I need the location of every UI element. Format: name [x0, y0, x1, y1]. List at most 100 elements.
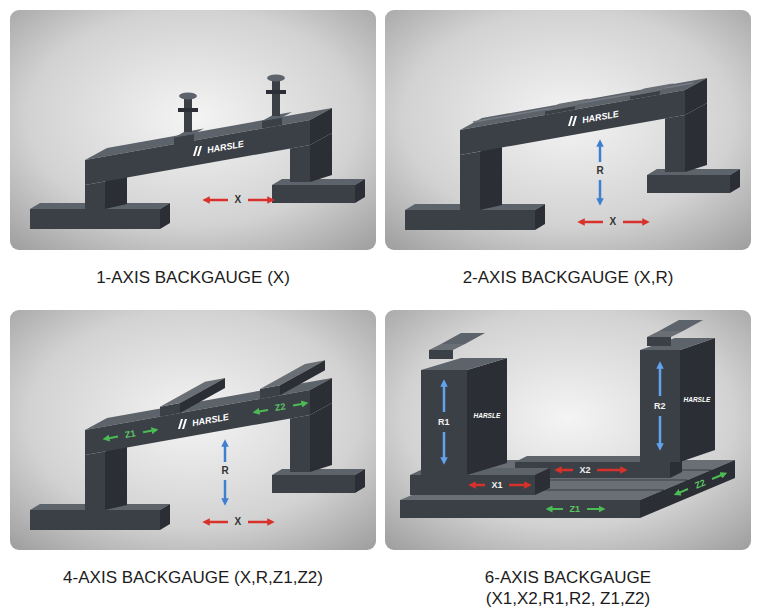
z-axis-arrow: [549, 508, 563, 510]
r-axis-arrow: [599, 180, 602, 202]
panel-ground: [385, 10, 751, 250]
axis-label: Z1: [124, 429, 136, 440]
finger-clamp: [272, 78, 280, 116]
panel-ground: [10, 310, 376, 550]
r-axis-arrow: [659, 416, 662, 447]
base-slab: [400, 500, 640, 518]
axis-label: R1: [438, 418, 450, 427]
leg: [460, 151, 480, 210]
finger-carriage: [180, 378, 225, 413]
x-axis-arrow: [597, 469, 624, 472]
r-axis-arrow: [443, 383, 446, 412]
panel-ground: [385, 310, 751, 550]
finger-block: [429, 350, 453, 359]
x-axis-arrow: [206, 199, 228, 202]
panel-3-art: [10, 310, 376, 550]
leg: [310, 403, 332, 472]
leg: [85, 451, 105, 510]
panel-caption: 6-AXIS BACKGAUGE (X1,X2,R1,R2, Z1,Z2): [448, 567, 688, 609]
panel-4-art: [385, 310, 751, 550]
r-axis-arrow: [443, 432, 446, 461]
leg: [290, 145, 310, 182]
logo-mark: [568, 116, 577, 126]
logo-mark: [193, 146, 202, 156]
backgauge-panel: 1-AXIS BACKGAUGE (X): [10, 10, 376, 292]
finger-block: [545, 98, 589, 111]
r2-tower: [680, 338, 715, 462]
r1-tower: [467, 358, 507, 475]
x-axis-arrow: [509, 484, 528, 487]
leg: [685, 103, 707, 172]
finger-clamp: [179, 93, 197, 100]
z-axis-arrow: [712, 474, 724, 479]
finger-plate: [659, 320, 703, 331]
x-axis-arrow: [581, 221, 603, 224]
base-rail: [647, 169, 740, 175]
finger-plate: [441, 333, 485, 344]
brand-logo: HARSLE: [474, 413, 501, 420]
r-axis-arrow: [224, 480, 227, 502]
finger-block: [429, 344, 465, 350]
finger-block: [647, 337, 671, 346]
axis-label: R: [222, 466, 229, 476]
base-rail: [272, 179, 365, 185]
logo-mark: [178, 419, 187, 429]
r1-tower: [421, 358, 507, 370]
z-axis-arrow: [587, 508, 602, 510]
finger-clamp: [266, 90, 286, 94]
finger-clamp: [178, 108, 198, 112]
z-axis-arrow: [143, 430, 155, 432]
panel-caption: 2-AXIS BACKGAUGE (X,R): [385, 267, 751, 288]
r-axis-arrow: [659, 365, 662, 396]
beam: [460, 90, 685, 155]
x-axis-arrow: [206, 521, 228, 524]
z-axis-arrow: [293, 403, 305, 405]
z-axis-arrow: [677, 489, 688, 494]
r2-tower: [640, 338, 715, 350]
base-rail: [272, 475, 355, 493]
z-axis-arrow: [106, 437, 118, 439]
logo-mark: [572, 116, 577, 126]
finger-clamp: [184, 96, 192, 132]
base-rail: [355, 469, 365, 493]
base-rail: [30, 209, 160, 229]
r-axis-arrow: [224, 443, 227, 462]
x1-carriage: [410, 475, 535, 495]
base-rail: [405, 210, 535, 230]
x-axis-arrow: [248, 199, 271, 202]
axis-label: X: [610, 217, 617, 227]
axis-label: R: [597, 166, 604, 176]
axis-label: X2: [580, 466, 591, 475]
base-rail: [30, 510, 160, 530]
base-rail: [272, 185, 355, 203]
axis-label: Z1: [570, 505, 581, 514]
leg: [665, 115, 685, 172]
finger-carriage: [280, 360, 325, 395]
base-rail: [730, 169, 740, 193]
panel-2-art: [385, 10, 751, 250]
logo-mark: [193, 146, 198, 156]
beam: [310, 378, 332, 415]
x-axis-arrow: [558, 469, 573, 472]
finger-block: [630, 83, 674, 96]
panel-caption: 4-AXIS BACKGAUGE (X,R,Z1,Z2): [10, 567, 376, 588]
base-rail: [272, 469, 365, 475]
panel-1-art: [10, 10, 376, 250]
axis-label: X: [235, 195, 242, 205]
axis-label: X1: [492, 481, 503, 490]
backgauge-panel: 2-AXIS BACKGAUGE (X,R): [385, 10, 751, 292]
base-rail: [647, 175, 730, 193]
x-axis-arrow: [623, 221, 646, 224]
beam: [85, 120, 310, 185]
finger-clamp: [267, 75, 285, 82]
base-rail: [355, 179, 365, 203]
r1-tower: [421, 370, 467, 475]
backgauge-panel: 4-AXIS BACKGAUGE (X,R,Z1,Z2): [10, 310, 376, 592]
logo-mark: [197, 146, 202, 156]
base-rail: [160, 504, 170, 530]
z-axis-arrow: [256, 410, 268, 412]
panel-caption: 1-AXIS BACKGAUGE (X): [10, 267, 376, 288]
